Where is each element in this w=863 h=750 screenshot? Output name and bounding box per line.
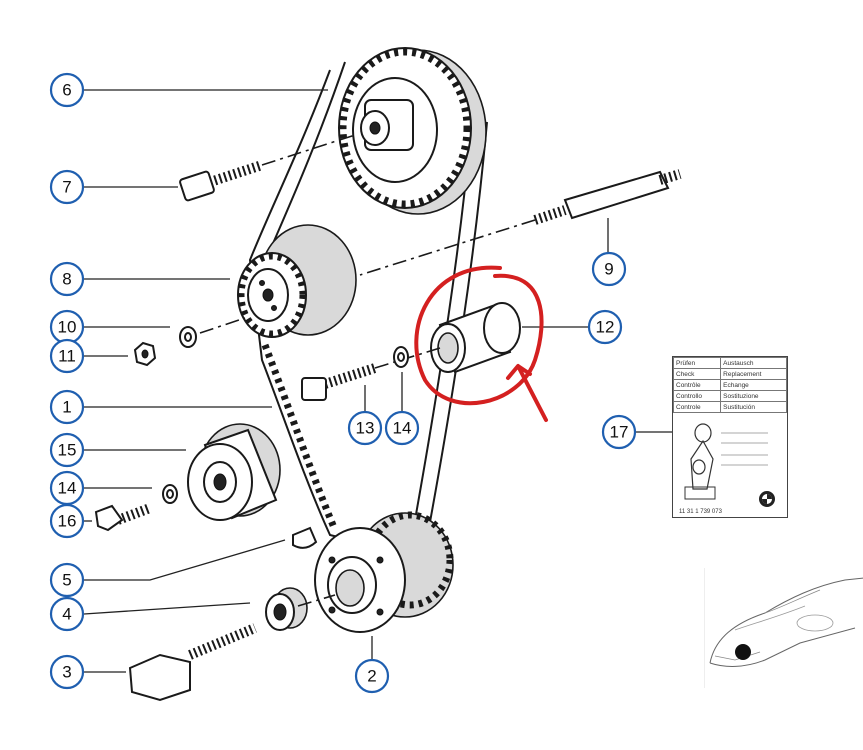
svg-text:1: 1 <box>62 398 71 417</box>
svg-text:10: 10 <box>58 318 77 337</box>
callout-10: 10 <box>49 309 85 345</box>
svg-text:4: 4 <box>62 605 71 624</box>
callout-14-lower: 14 <box>49 470 85 506</box>
callout-11: 11 <box>49 338 85 374</box>
svg-text:13: 13 <box>356 419 375 438</box>
svg-text:11: 11 <box>58 347 76 366</box>
car-location-icon <box>709 577 863 667</box>
leader-lines <box>83 89 672 673</box>
guide-shaft <box>359 169 682 276</box>
car-location-thumbnail <box>704 568 863 688</box>
callout-6: 6 <box>49 72 85 108</box>
callout-2: 2 <box>354 658 390 694</box>
washer <box>179 326 197 348</box>
label-cell: Replacement <box>720 368 787 380</box>
label-cell: Controle <box>672 401 722 413</box>
callout-15: 15 <box>49 432 85 468</box>
label-cell: Prüfen <box>672 357 722 369</box>
svg-text:8: 8 <box>62 270 71 289</box>
callout-12: 12 <box>587 309 623 345</box>
callout-3: 3 <box>49 654 85 690</box>
label-cell: Contrôle <box>672 379 722 391</box>
label-cell: Controllo <box>672 390 722 402</box>
callout-5: 5 <box>49 562 85 598</box>
svg-text:7: 7 <box>62 178 71 197</box>
callout-13: 13 <box>347 410 383 446</box>
crankshaft-bolt <box>128 594 336 702</box>
woodruff-key <box>292 526 318 549</box>
svg-text:15: 15 <box>58 441 77 460</box>
spacer-ring <box>265 587 308 631</box>
tensioner-pulley <box>187 423 281 521</box>
label-card-illustration <box>684 423 775 507</box>
label-cell: Austausch <box>720 357 787 369</box>
sprocket-bolt <box>179 134 356 202</box>
idler-sleeve <box>430 302 521 374</box>
washer-upper <box>393 346 409 368</box>
crankshaft-sprocket <box>314 511 454 633</box>
svg-text:6: 6 <box>62 81 71 100</box>
label-cell: Check <box>672 368 722 380</box>
label-card-code: 11 31 1 739 073 <box>679 509 722 515</box>
svg-text:9: 9 <box>604 260 613 279</box>
svg-text:16: 16 <box>58 512 77 531</box>
camshaft-sprocket <box>338 47 487 215</box>
callout-9: 9 <box>591 251 627 287</box>
callout-1: 1 <box>49 389 85 425</box>
svg-text:17: 17 <box>610 423 629 442</box>
callout-14-upper: 14 <box>384 410 420 446</box>
label-cell: Sustitución <box>720 401 787 413</box>
washer-lower <box>162 484 178 504</box>
svg-text:2: 2 <box>367 667 376 686</box>
callout-16: 16 <box>49 503 85 539</box>
svg-text:14: 14 <box>393 419 412 438</box>
callout-7: 7 <box>49 169 85 205</box>
callout-4: 4 <box>49 596 85 632</box>
label-cell: Echange <box>720 379 787 391</box>
svg-text:14: 14 <box>58 479 77 498</box>
svg-text:3: 3 <box>62 663 71 682</box>
intermediate-sprocket <box>237 224 357 338</box>
pulley-bolt <box>94 503 152 532</box>
callout-8: 8 <box>49 261 85 297</box>
svg-text:5: 5 <box>62 571 71 590</box>
hex-nut <box>133 341 157 367</box>
red-annotation <box>414 265 548 422</box>
callout-17: 17 <box>601 414 637 450</box>
idler-bolt <box>301 347 441 401</box>
label-cell: Sostituzione <box>720 390 787 402</box>
svg-text:12: 12 <box>596 318 615 337</box>
bmw-roundel-icon <box>759 491 775 507</box>
